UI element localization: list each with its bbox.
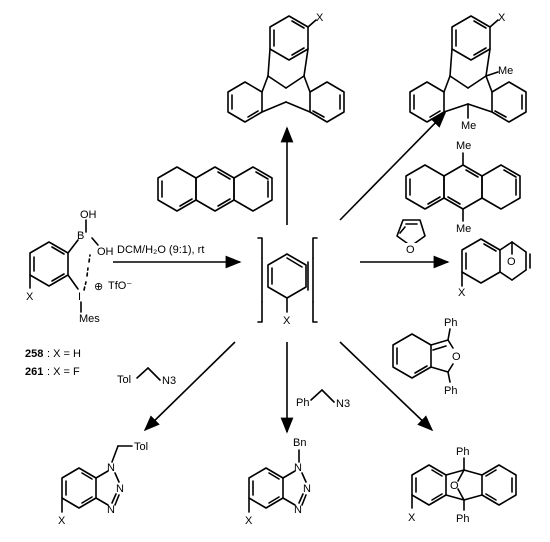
- svg-text:X: X: [26, 291, 34, 303]
- reaction-conditions: DCM/H₂O (9:1), rt: [117, 244, 204, 256]
- svg-text:N: N: [107, 462, 115, 474]
- svg-text:Tol: Tol: [117, 374, 131, 386]
- compound-labels: 258 : X = H 261 : X = F: [25, 348, 81, 378]
- tolyl-benzotriazole-product: X N N N Tol: [58, 441, 148, 527]
- compound-261-desc: : X = F: [47, 366, 80, 378]
- svg-text:Ph: Ph: [296, 397, 309, 409]
- compound-258-id: 258: [25, 348, 43, 360]
- svg-text:Tol: Tol: [134, 441, 148, 453]
- benzyl-azide-reagent: Ph N3: [296, 389, 350, 410]
- arrow-to-tol-triazole: [143, 341, 236, 432]
- svg-text:N: N: [303, 483, 311, 495]
- svg-text:X: X: [245, 515, 253, 527]
- svg-text:X: X: [316, 12, 324, 24]
- svg-text:Ph: Ph: [456, 513, 469, 525]
- svg-text:Bn: Bn: [293, 437, 306, 449]
- svg-text:O: O: [452, 351, 461, 363]
- svg-text:Ph: Ph: [444, 317, 457, 329]
- benzyne-intermediate: X: [257, 237, 318, 327]
- anthracene-reagent: [157, 166, 273, 212]
- dimethylanthracene-reagent: Me Me: [405, 140, 521, 235]
- svg-text:Ph: Ph: [456, 446, 469, 458]
- svg-text:⊕: ⊕: [94, 281, 103, 293]
- svg-text:N3: N3: [336, 398, 350, 410]
- benzyne-x-label: X: [283, 315, 291, 327]
- compound-258-desc: : X = H: [47, 348, 81, 360]
- arrow-to-dimethyltriptycene: [339, 111, 447, 221]
- svg-text:X: X: [58, 515, 66, 527]
- svg-text:Mes: Mes: [79, 313, 100, 325]
- svg-text:TfO⁻: TfO⁻: [108, 280, 132, 292]
- furan-reagent: O: [396, 219, 426, 256]
- svg-text:N3: N3: [162, 375, 176, 387]
- svg-text:Me: Me: [461, 120, 476, 132]
- svg-text:N: N: [294, 504, 302, 516]
- svg-text:N: N: [294, 462, 302, 474]
- svg-text:X: X: [498, 12, 506, 24]
- svg-text:X: X: [458, 287, 466, 299]
- svg-text:I: I: [78, 291, 81, 303]
- oxabenzonorbornadiene-product: X O: [458, 238, 531, 299]
- svg-text:N: N: [116, 483, 124, 495]
- svg-text:Ph: Ph: [444, 385, 457, 397]
- starting-material: B OH OH I ⊕ TfO⁻ Mes X: [26, 209, 132, 325]
- svg-text:Me: Me: [498, 65, 513, 77]
- benzyl-benzotriazole-product: X N N N Bn: [245, 437, 311, 527]
- compound-261-id: 261: [25, 366, 43, 378]
- svg-text:O: O: [507, 256, 516, 268]
- svg-text:B: B: [77, 230, 84, 242]
- svg-text:OH: OH: [97, 246, 114, 258]
- triptycene-product: X: [227, 12, 345, 123]
- svg-text:OH: OH: [80, 209, 97, 221]
- svg-text:O: O: [450, 480, 459, 492]
- svg-text:O: O: [406, 244, 415, 256]
- tolyl-azide-reagent: Tol N3: [117, 367, 176, 387]
- svg-text:X: X: [408, 512, 416, 524]
- reaction-arrows: [113, 111, 450, 434]
- epoxyanthracene-product: Ph X O Ph: [408, 446, 517, 525]
- svg-text:N: N: [107, 504, 115, 516]
- diphenylisobenzofuran-reagent: O Ph Ph: [392, 317, 461, 397]
- svg-text:Me: Me: [456, 223, 471, 235]
- arrow-to-epoxy-anthracene: [339, 341, 434, 432]
- svg-text:Me: Me: [456, 140, 471, 152]
- dimethyl-triptycene-product: X Me Me: [409, 12, 527, 132]
